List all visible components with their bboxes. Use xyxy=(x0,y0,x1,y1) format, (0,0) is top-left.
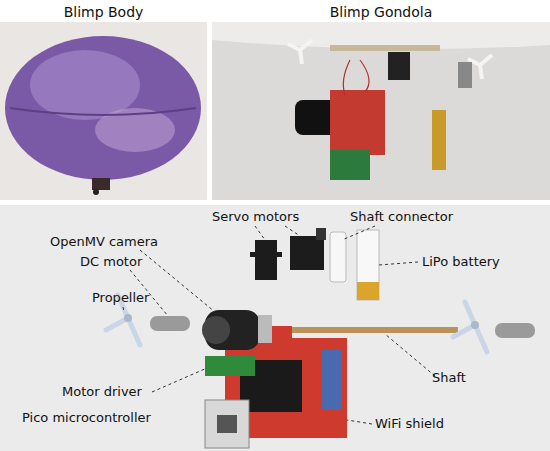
gondola-part xyxy=(93,189,99,195)
servo-horn xyxy=(316,228,326,240)
part-label: LiPo battery xyxy=(422,254,500,270)
part-label: Shaft connector xyxy=(350,209,453,225)
servo-photo xyxy=(388,52,410,80)
propeller-photo xyxy=(288,40,312,64)
servo-motor xyxy=(290,236,324,270)
propeller-hub xyxy=(471,321,479,329)
photo-background xyxy=(212,22,550,200)
servo-tab xyxy=(250,252,282,257)
motor-photo xyxy=(458,62,472,88)
photo-panel: Blimp Gondola xyxy=(212,0,550,200)
battery-photo xyxy=(432,110,446,170)
balloon-seam xyxy=(10,108,196,115)
lipo-battery xyxy=(357,230,379,300)
driver-photo xyxy=(330,150,370,180)
camera-mount xyxy=(258,315,272,343)
gondola-shaft xyxy=(330,45,440,51)
panel-title: Blimp Body xyxy=(0,3,207,21)
part-label: Servo motors xyxy=(212,209,299,225)
dc-motor xyxy=(495,323,535,338)
part-label: Pico microcontroller xyxy=(22,410,151,426)
shaft xyxy=(270,327,458,333)
servo-motor xyxy=(255,240,277,280)
wires-photo xyxy=(343,60,369,95)
pico-chip xyxy=(217,415,237,433)
part-label: DC motor xyxy=(80,254,142,270)
dc-motor xyxy=(150,316,190,331)
part-label: Propeller xyxy=(92,290,149,306)
leader-line xyxy=(123,226,435,424)
shaft-connector xyxy=(330,232,346,282)
battery-tab xyxy=(357,282,379,300)
motor-driver xyxy=(205,356,255,376)
photo-panel: Blimp Body xyxy=(0,0,207,200)
part-label: Motor driver xyxy=(62,384,142,400)
board-module xyxy=(322,350,342,410)
board-photo xyxy=(330,90,385,155)
panel-background xyxy=(0,205,550,451)
part-label: OpenMV camera xyxy=(50,234,158,250)
part-label: Shaft xyxy=(432,370,466,386)
photo-background xyxy=(0,22,207,200)
camera-lens xyxy=(202,316,230,344)
propeller xyxy=(453,302,487,352)
balloon xyxy=(5,36,201,180)
balloon-underside xyxy=(212,22,550,49)
propeller-hub xyxy=(124,314,132,322)
pico-microcontroller xyxy=(205,400,249,448)
part-label: WiFi shield xyxy=(375,416,444,432)
panel-title: Blimp Gondola xyxy=(212,3,550,21)
small-gondola xyxy=(92,178,110,190)
